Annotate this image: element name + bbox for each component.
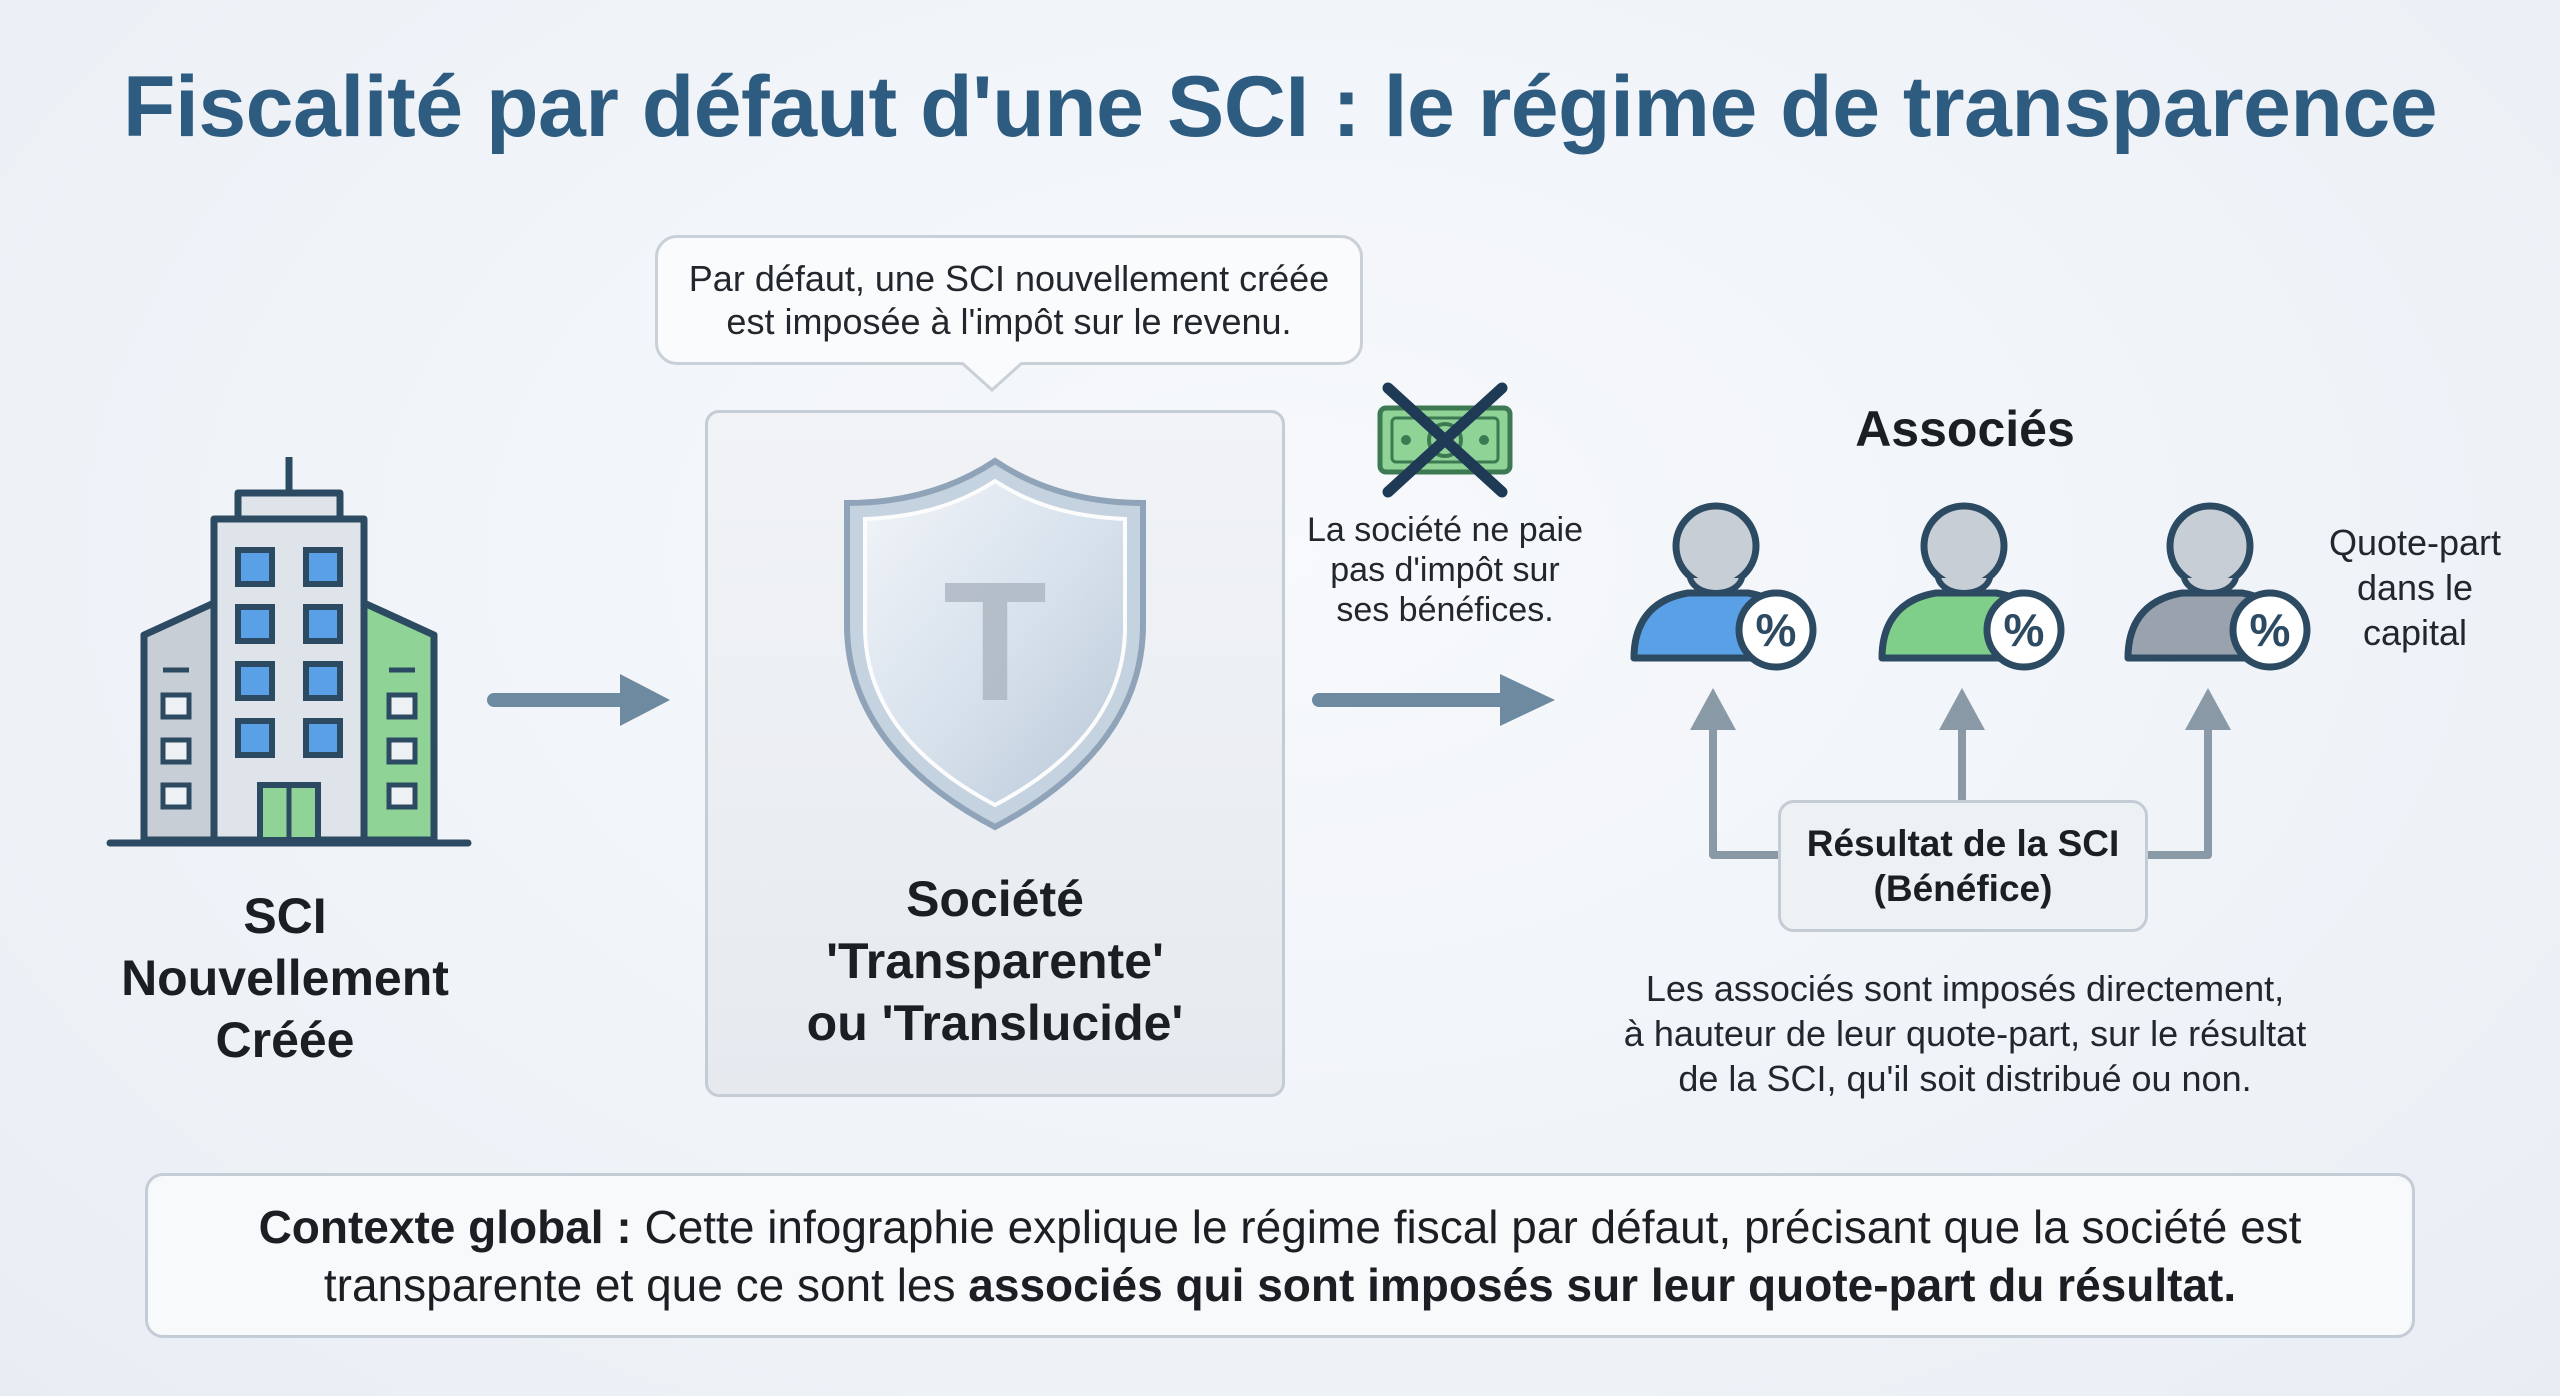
sci-result-box: Résultat de la SCI (Bénéfice) (1778, 800, 2148, 932)
center-label-line-3: ou 'Translucide' (806, 995, 1184, 1051)
shield-icon: T (844, 457, 1146, 831)
quote-line-1: Quote-part (2328, 522, 2502, 563)
no-tax-line-3: ses bénéfices. (1336, 591, 1554, 629)
partner-green-icon: % (1878, 502, 2065, 671)
result-line-1: Résultat de la SCI (1806, 823, 2120, 864)
context-label: Contexte global : (258, 1200, 632, 1253)
context-text: Cette infographie explique le régime fis… (323, 1200, 2302, 1311)
sci-label-line-1: SCI (243, 888, 327, 944)
quote-line-3: capital (2362, 612, 2468, 653)
no-tax-text: La société ne paie pas d'impôt sur ses b… (1270, 510, 1620, 630)
result-line-2: (Bénéfice) (1873, 868, 2053, 909)
percent-icon: % (2250, 604, 2291, 656)
center-label-line-2: 'Transparente' (826, 933, 1164, 989)
global-context-box: Contexte global : Cette infographie expl… (145, 1173, 2415, 1338)
no-tax-line-1: La société ne paie (1307, 511, 1583, 549)
sci-label-line-2: Nouvellement (121, 950, 449, 1006)
associes-title: Associés (1855, 401, 2075, 457)
context-bold-text: associés qui sont imposés sur leur quote… (968, 1258, 2237, 1311)
no-tax-line-2: pas d'impôt sur (1330, 551, 1560, 589)
percent-icon: % (1756, 604, 1797, 656)
bubble-tail (960, 361, 1024, 393)
default-tax-bubble: Par défaut, une SCI nouvellement créée e… (655, 235, 1363, 365)
quote-part-label: Quote-part dans le capital (2300, 520, 2530, 655)
assoc-desc-line-2: à hauteur de leur quote-part, sur le rés… (1623, 1013, 2307, 1054)
partners-taxation-text: Les associés sont imposés directement, à… (1540, 966, 2390, 1101)
crossed-money-icon (1377, 382, 1513, 498)
partner-blue-icon: % (1630, 502, 1817, 671)
arrow-right-icon (487, 674, 670, 726)
shield-letter: T (943, 547, 1047, 737)
page-title: Fiscalité par défaut d'une SCI : le régi… (122, 59, 2438, 155)
bubble-line-1: Par défaut, une SCI nouvellement créée (688, 258, 1330, 299)
assoc-desc-line-1: Les associés sont imposés directement, (1645, 968, 2285, 1009)
result-distribution-arrows (1690, 688, 2231, 859)
building-icon (106, 457, 472, 847)
quote-line-2: dans le (2356, 567, 2474, 608)
assoc-desc-line-3: de la SCI, qu'il soit distribué ou non. (1678, 1058, 2252, 1099)
arrow-right-icon (1312, 674, 1555, 726)
sci-label-line-3: Créée (215, 1012, 355, 1068)
partner-gray-icon: % (2124, 502, 2311, 671)
transparent-company-label: Société 'Transparente' ou 'Translucide' (705, 868, 1285, 1054)
sci-label: SCI Nouvellement Créée (80, 885, 490, 1071)
bubble-line-2: est imposée à l'impôt sur le revenu. (726, 301, 1292, 342)
center-label-line-1: Société (906, 871, 1084, 927)
percent-icon: % (2004, 604, 2045, 656)
